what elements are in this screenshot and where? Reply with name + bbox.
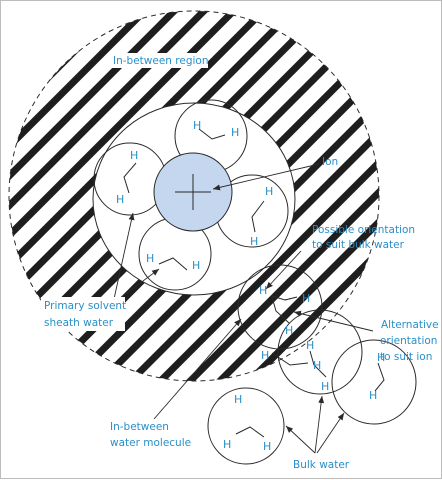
h-atom: H: [130, 149, 138, 162]
primary-sheath-label-1: Primary solvent: [44, 300, 126, 312]
primary-sheath-label-2: sheath water: [44, 317, 114, 329]
possible-orientation-label-1: Possible orientation: [312, 224, 415, 236]
h-atom: H: [265, 185, 273, 198]
h-atom: H: [231, 126, 239, 139]
in-between-region-label: In-between region: [113, 55, 209, 67]
alternative-orientation-arrow: [293, 310, 374, 332]
orientation-water-molecule: [237, 264, 323, 350]
primary-sheath-arrow-2: [118, 268, 160, 300]
h-atom: H: [146, 252, 154, 265]
bulk-water-arrow-3: [316, 412, 345, 454]
possible-orientation-label-2: to suit bulk water: [312, 239, 405, 251]
h-atom: H: [261, 349, 269, 362]
bulk-water-molecule-right: [331, 339, 417, 425]
bulk-water-label: Bulk water: [293, 459, 350, 471]
bulk-water-arrow-2: [285, 425, 316, 454]
bulk-water-molecule-bottom: [207, 387, 285, 465]
region-label-bg: [111, 53, 208, 68]
h-atom: H: [250, 235, 258, 248]
alternative-label-2: orientation: [380, 335, 437, 347]
h-atom: H: [321, 380, 329, 393]
in-between-water-molecule: [277, 309, 363, 395]
h-atom: H: [369, 389, 377, 402]
pointer-arrows: [113, 163, 374, 454]
in-between-molecule-label-2: water molecule: [110, 437, 191, 449]
h-atom: H: [223, 438, 231, 451]
h-atom: H: [306, 339, 314, 352]
hydrogen-atoms: H H H H H H H H H H H H H H H H H H H H: [116, 119, 385, 453]
ion-arrow: [212, 163, 320, 191]
primary-label-bg: [41, 297, 125, 331]
h-atom: H: [116, 193, 124, 206]
h-atom: H: [259, 284, 267, 297]
h-atom: H: [193, 119, 201, 132]
primary-sheath-arrow-1: [113, 212, 135, 300]
h-atom: H: [234, 393, 242, 406]
in-between-molecule-label-1: In-between: [110, 421, 169, 433]
h-atom: H: [285, 324, 293, 337]
h-atom: H: [192, 259, 200, 272]
alternative-label-3: to suit ion: [380, 351, 432, 363]
alternative-label-1: Alternative: [381, 319, 439, 331]
ion-label: Ion: [322, 156, 338, 168]
in-between-molecule-arrow: [153, 318, 242, 420]
possible-orientation-arrow: [265, 250, 302, 290]
h-atom: H: [302, 292, 310, 305]
bulk-water-arrow-1: [314, 395, 325, 454]
h-atom: H: [377, 351, 385, 364]
h-atom: H: [313, 359, 321, 372]
h-atom: H: [263, 440, 271, 453]
